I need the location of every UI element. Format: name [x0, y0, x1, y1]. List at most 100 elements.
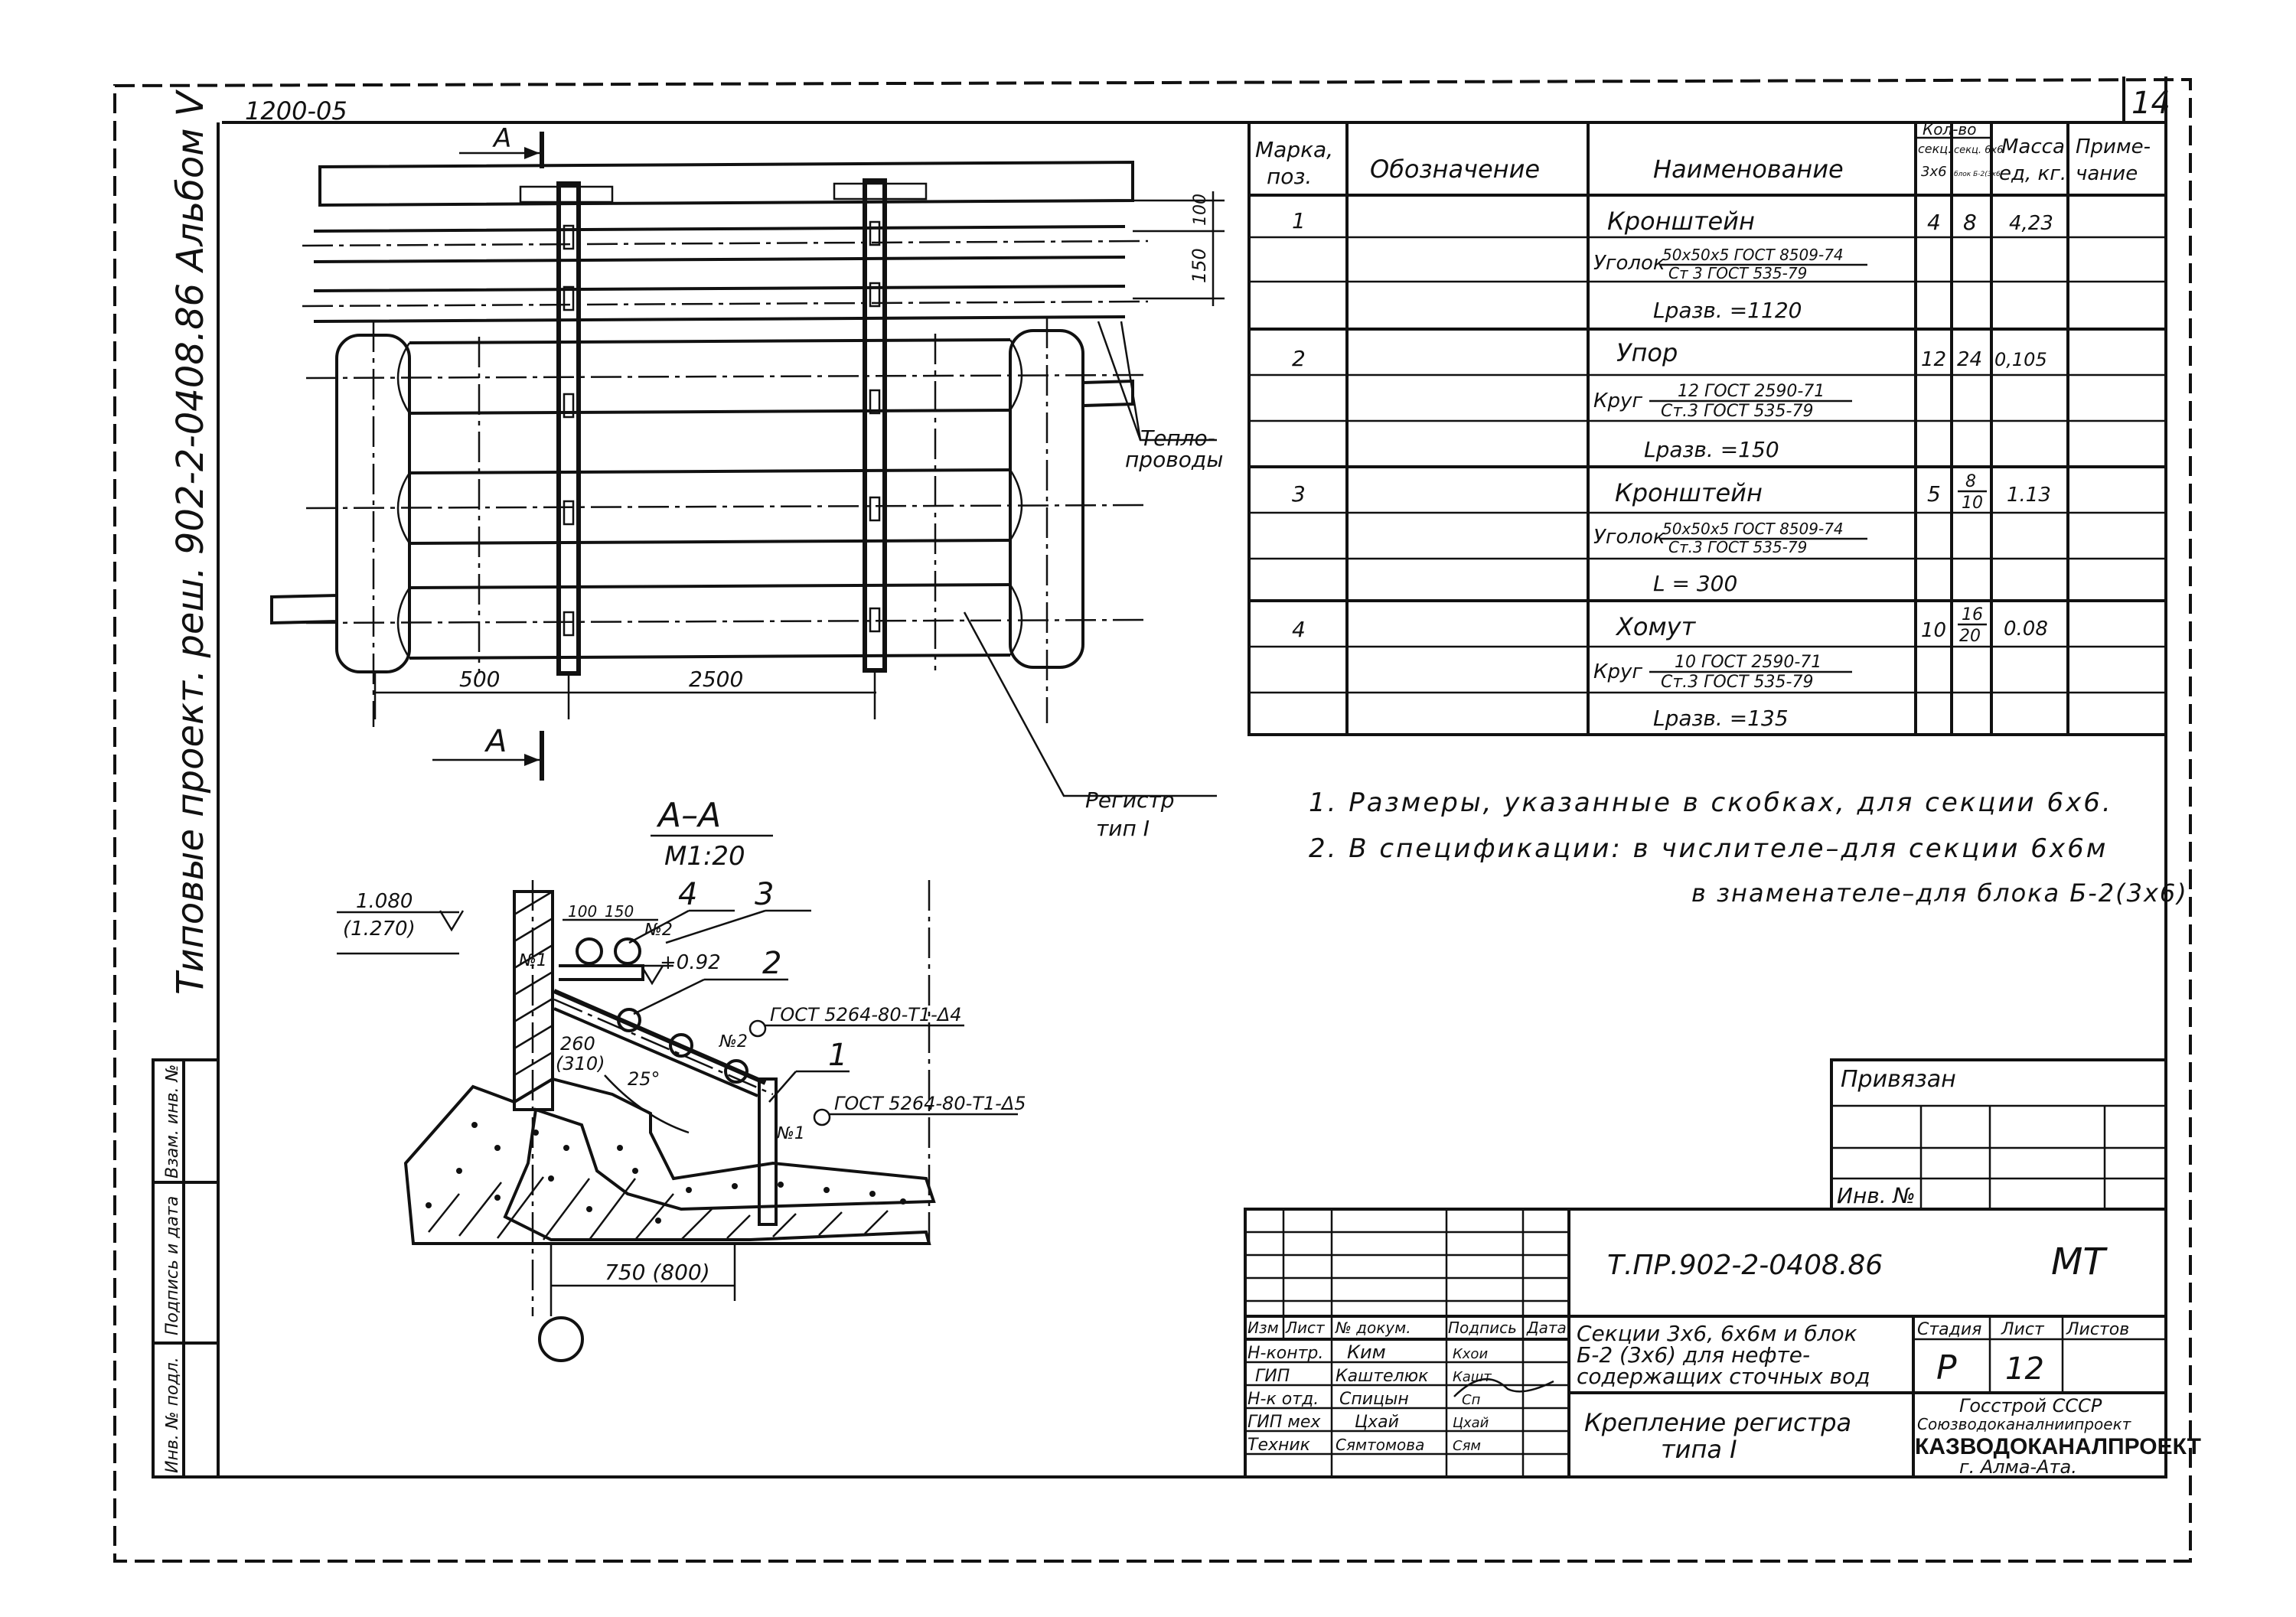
- role-3: Н-к отд.: [1247, 1390, 1319, 1409]
- role-4: ГИП мех: [1247, 1413, 1321, 1432]
- level-1080: 1.080: [356, 890, 413, 913]
- row10-q2-den: 20: [1959, 627, 1981, 646]
- dim-750: 750 (800): [605, 1260, 710, 1285]
- row7-pos: 3: [1292, 481, 1306, 507]
- dim-150-sec: 150: [605, 902, 634, 921]
- hdr-qty: Кол-во: [1923, 120, 1976, 139]
- role-2: ГИП: [1255, 1367, 1290, 1386]
- weld-n1-a: №1: [518, 951, 547, 970]
- row4-mass: 0,105: [1994, 349, 2047, 370]
- hdr-qty-6x6-a: секц. 6х6: [1954, 145, 2003, 156]
- note-3: в знаменателе–для блока Б-2(3х6): [1691, 879, 2188, 908]
- row4-q2: 24: [1957, 348, 1982, 371]
- role-1: Н-контр.: [1247, 1344, 1323, 1363]
- row4-pos: 2: [1292, 346, 1306, 371]
- row6-extra: Lразв. =150: [1644, 437, 1779, 462]
- dim-2500: 2500: [689, 667, 743, 692]
- plan-view: 500 2500 150 100 Тепло- проводы Регистр …: [270, 123, 1225, 841]
- weld-n2-a: №2: [644, 921, 673, 940]
- section-mark-top: А: [492, 123, 511, 154]
- weld-spec-1: ГОСТ 5264-80-Т1-Δ4: [770, 1004, 962, 1025]
- sheets-label: Листов: [2066, 1320, 2129, 1339]
- stage-label: Стадия: [1917, 1320, 1981, 1339]
- col-data: Дата: [1526, 1319, 1567, 1337]
- archive-code: 1200-05: [245, 96, 347, 126]
- hdr-qty-3x6-b: 3х6: [1921, 164, 1947, 180]
- stamp-podpis: Подпись и дата: [163, 1196, 182, 1335]
- org-line-2: Союзводоканалниипроект: [1917, 1415, 2132, 1433]
- row1-pos: 1: [1292, 208, 1306, 233]
- row10-q1: 10: [1921, 619, 1946, 642]
- side-stamp: Инв. № подл. Подпись и дата Взам. инв. №: [152, 1058, 220, 1478]
- org-line-4: г. Алма-Ата.: [1959, 1456, 2077, 1478]
- sign-2: Кашт: [1453, 1369, 1492, 1385]
- level-1270: (1.270): [343, 918, 416, 941]
- row5-material: Круг: [1593, 390, 1642, 412]
- row5-num: 12 ГОСТ 2590-71: [1678, 382, 1825, 401]
- row7-q1: 5: [1927, 481, 1941, 507]
- hdr-name: Наименование: [1653, 155, 1844, 184]
- sheet-value: 12: [2005, 1351, 2044, 1387]
- callout-1: 1: [828, 1038, 847, 1073]
- row1-q1: 4: [1927, 210, 1941, 235]
- album-title: Типовые проект. реш. 902-2-0408.86 Альбо…: [169, 89, 212, 995]
- sign-5: Сям: [1453, 1438, 1481, 1454]
- title-line-2: Б-2 (3х6) для нефте-: [1577, 1342, 1810, 1368]
- dim-260: 260: [560, 1033, 595, 1055]
- col-docum: № докум.: [1335, 1319, 1411, 1337]
- weld-n1-b: №1: [776, 1124, 805, 1143]
- subtitle-line-1: Крепление регистра: [1584, 1408, 1851, 1437]
- dim-500: 500: [459, 667, 500, 692]
- row10-pos: 4: [1292, 617, 1306, 642]
- row9-extra: L = 300: [1653, 571, 1737, 596]
- row1-mass: 4,23: [2009, 212, 2053, 235]
- row10-name: Хомут: [1615, 612, 1697, 641]
- title-line-1: Секции 3х6, 6х6м и блок: [1577, 1321, 1857, 1346]
- callout-2: 2: [762, 946, 781, 981]
- title-block: Т.ПР.902-2-0408.86 МТ Изм Лист № докум. …: [1244, 1208, 2201, 1478]
- hdr-note-1: Приме-: [2076, 135, 2151, 158]
- callout-4: 4: [678, 877, 697, 912]
- section-title: А–А: [656, 796, 721, 835]
- hdr-qty-3x6-a: секц.: [1918, 142, 1952, 156]
- angle-25: 25°: [628, 1068, 660, 1090]
- dim-100-sec: 100: [568, 902, 597, 921]
- label-register-2: тип I: [1096, 816, 1150, 841]
- row11-num: 10 ГОСТ 2590-71: [1675, 653, 1821, 672]
- row11-material: Круг: [1593, 660, 1642, 683]
- row7-q2-den: 10: [1962, 494, 1983, 513]
- col-list: Лист: [1285, 1319, 1326, 1337]
- privyazan-label: Привязан: [1841, 1066, 1956, 1093]
- dim-310: (310): [556, 1053, 605, 1074]
- weld-n2-b: №2: [719, 1032, 748, 1051]
- row8-num: 50х50х5 ГОСТ 8509-74: [1662, 520, 1844, 538]
- sign-1: Кхои: [1453, 1346, 1488, 1362]
- sheet-number: 14: [2131, 86, 2170, 121]
- stage-value: Р: [1936, 1348, 1957, 1387]
- row8-den: Ст.3 ГОСТ 535-79: [1668, 538, 1807, 556]
- hdr-mass-1: Масса: [2001, 135, 2065, 158]
- notes: 1. Размеры, указанные в скобках, для сек…: [1309, 787, 2188, 908]
- label-teplo-2: проводы: [1125, 447, 1223, 472]
- row1-name: Кронштейн: [1607, 207, 1755, 236]
- row4-name: Упор: [1616, 338, 1678, 367]
- name-1: Ким: [1347, 1342, 1386, 1363]
- section-scale: М1:20: [664, 841, 745, 872]
- spec-table: Марка, поз. Обозначение Наименование Кол…: [1247, 120, 2167, 736]
- dim-150-plan: 150: [1189, 248, 1210, 283]
- hdr-mark-2: поз.: [1267, 164, 1312, 189]
- hdr-mass-2: ед, кг.: [1999, 162, 2066, 185]
- row2-material: Уголок: [1593, 252, 1665, 275]
- row1-q2: 8: [1963, 210, 1977, 235]
- doc-mark: МТ: [2051, 1240, 2108, 1283]
- name-4: Цхай: [1355, 1413, 1399, 1432]
- note-2: 2. В спецификации: в числителе–для секци…: [1309, 833, 2108, 864]
- row8-material: Уголок: [1593, 526, 1665, 549]
- sheet-label: Лист: [2001, 1320, 2045, 1339]
- inv-label: Инв. №: [1837, 1183, 1916, 1208]
- row12-extra: Lразв. =135: [1653, 706, 1789, 731]
- label-teplo-1: Тепло-: [1140, 425, 1215, 451]
- hdr-note-2: чание: [2076, 162, 2138, 185]
- row2-num: 50х50х5 ГОСТ 8509-74: [1662, 246, 1844, 264]
- stamp-vzam: Взам. инв. №: [163, 1064, 182, 1179]
